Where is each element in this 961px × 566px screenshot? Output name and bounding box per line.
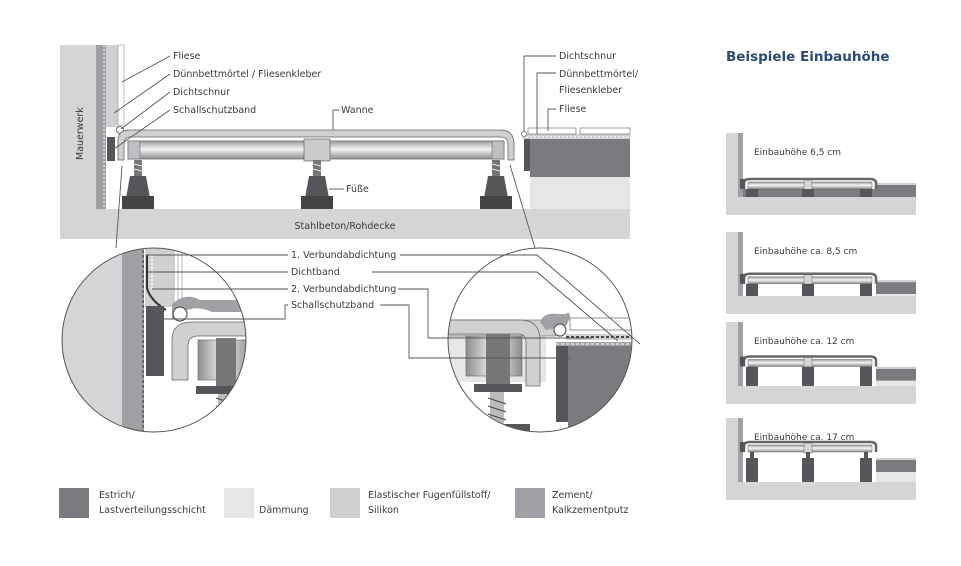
example-foot — [746, 189, 758, 197]
foot-middle — [301, 160, 333, 209]
tub-label: Wanne — [341, 105, 374, 116]
callout-sound-band: Schallschutzband — [173, 105, 256, 116]
example-wall — [726, 322, 738, 386]
svg-text:Estrich/: Estrich/ — [99, 490, 135, 501]
example-slab — [726, 482, 916, 500]
examples-title: Beispiele Einbauhöhe — [726, 49, 890, 65]
legend-item-cement: Zement/ Kalkzementputz — [515, 488, 628, 518]
legend: Estrich/ Lastverteilungsschicht Dämmung … — [59, 488, 628, 518]
detail-left — [61, 247, 247, 433]
svg-text:Kalkzementputz: Kalkzementputz — [552, 505, 628, 516]
example-wall — [726, 418, 738, 482]
wall — [60, 45, 96, 209]
main-cross-section: Stahlbeton/Rohdecke Mauerwerk — [60, 44, 639, 249]
example-foot — [860, 283, 872, 296]
example-foot — [746, 458, 758, 482]
wall-tile — [117, 44, 125, 126]
example-foot — [802, 283, 814, 296]
callout-tile: Fliese — [173, 51, 201, 62]
svg-text:Silikon: Silikon — [368, 505, 399, 516]
callout-sealing-tape: Dichtband — [291, 267, 340, 278]
detail-right — [447, 247, 633, 433]
example-label: Einbauhöhe ca. 17 cm — [754, 433, 854, 443]
floor-tile — [527, 127, 577, 135]
callout-right-adhesive-1: Dünnbettmörtel/ — [559, 69, 639, 80]
screed-layer — [530, 139, 630, 177]
legend-item-silicone: Elastischer Fugenfüllstoff/ Silikon — [330, 488, 491, 518]
callout-first-waterproofing: 1. Verbundabdichtung — [291, 250, 396, 261]
wall-plaster — [96, 45, 106, 209]
example-slab — [726, 197, 916, 215]
example-1: Einbauhöhe 6,5 cm — [726, 133, 916, 215]
callout-right-adhesive-2: Fliesenkleber — [559, 85, 622, 96]
foot-left — [122, 160, 154, 209]
callout-right-tile: Fliese — [559, 104, 587, 115]
example-foot — [860, 458, 872, 482]
example-screed — [876, 282, 916, 295]
example-slab — [726, 386, 916, 404]
callout-adhesive: Dünnbettmörtel / Fliesenkleber — [173, 69, 321, 80]
svg-text:Zement/: Zement/ — [552, 490, 593, 501]
callout-sealing-cord: Dichtschnur — [173, 87, 230, 98]
example-screed — [876, 460, 916, 472]
svg-text:Dämmung: Dämmung — [259, 505, 309, 516]
example-screed — [876, 368, 916, 381]
insulation-layer — [530, 177, 630, 209]
example-2: Einbauhöhe ca. 8,5 cm — [726, 232, 916, 314]
example-foot — [802, 458, 814, 482]
example-wall — [726, 232, 738, 296]
foot-right — [480, 160, 512, 209]
callout-right-sealing-cord: Dichtschnur — [559, 51, 616, 62]
svg-text:Elastischer Fugenfüllstoff/: Elastischer Fugenfüllstoff/ — [368, 490, 491, 501]
concrete-slab — [60, 209, 630, 239]
examples-panel: Einbauhöhe 6,5 cm Einbauhöhe ca. 8,5 cm Ei… — [726, 133, 916, 500]
legend-item-screed: Estrich/ Lastverteilungsschicht — [59, 488, 206, 518]
legend-item-insulation: Dämmung — [224, 488, 309, 518]
wall-tile-adhesive — [106, 45, 118, 127]
example-4: Einbauhöhe ca. 17 cm — [726, 418, 916, 500]
example-foot — [802, 366, 814, 386]
example-foot — [860, 366, 872, 386]
example-slab — [726, 296, 916, 314]
floor-label: Stahlbeton/Rohdecke — [295, 221, 396, 232]
sound-insulation-band — [107, 137, 115, 161]
svg-text:Lastverteilungsschicht: Lastverteilungsschicht — [99, 505, 206, 516]
example-foot — [746, 283, 758, 296]
example-foot — [802, 189, 814, 197]
detail-callouts: 1. Verbundabdichtung Dichtband 2. Verbun… — [146, 250, 641, 359]
example-foot — [746, 366, 758, 386]
wall-label: Mauerwerk — [75, 107, 86, 160]
feet-label: Füße — [346, 184, 369, 195]
example-label: Einbauhöhe ca. 8,5 cm — [754, 247, 857, 257]
example-wall — [726, 133, 738, 197]
callout-second-waterproofing: 2. Verbundabdichtung — [291, 284, 396, 295]
example-label: Einbauhöhe 6,5 cm — [754, 148, 841, 158]
tub — [117, 129, 515, 161]
example-3: Einbauhöhe ca. 12 cm — [726, 322, 916, 404]
example-foot — [860, 189, 872, 197]
callout-detail-sound-band: Schallschutzband — [291, 300, 374, 311]
example-label: Einbauhöhe ca. 12 cm — [754, 337, 854, 347]
